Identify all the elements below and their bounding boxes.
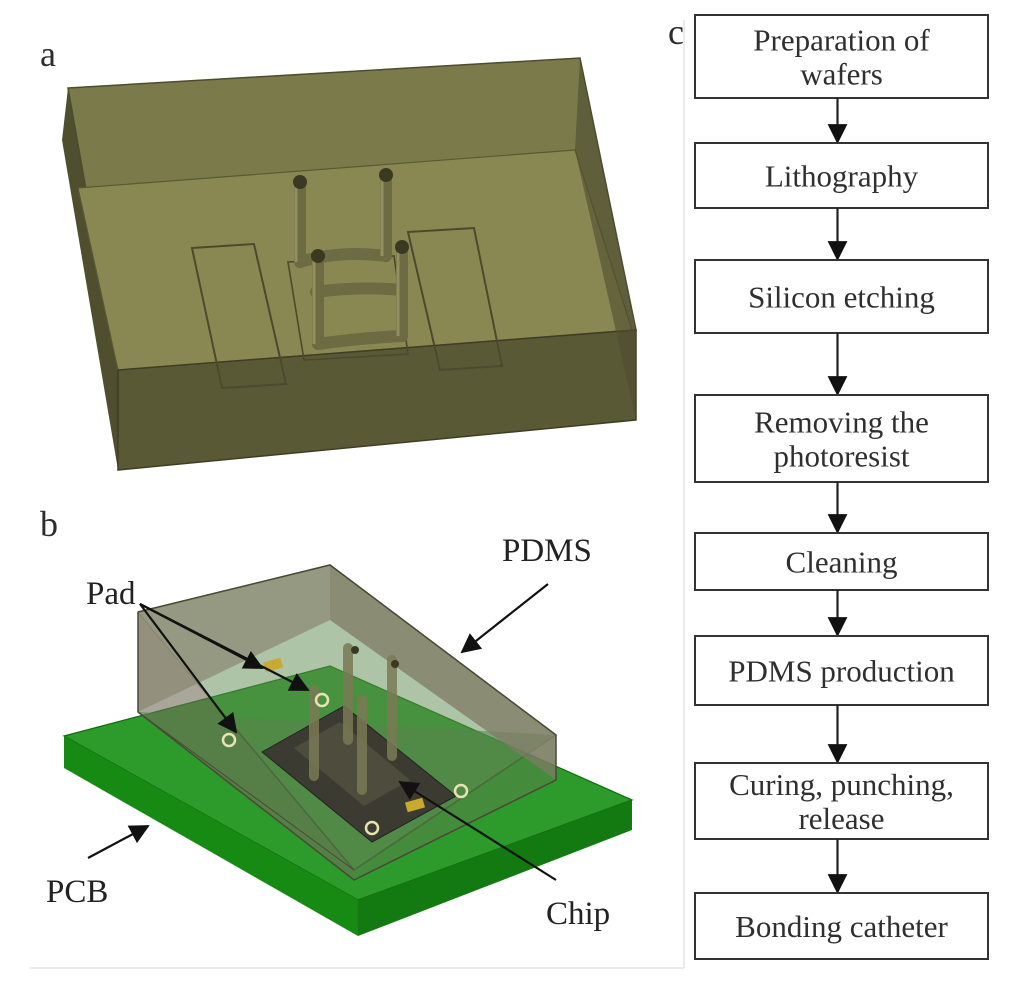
panel-a-letter: a	[40, 34, 56, 74]
process-step-4-line-1: Removing the	[754, 405, 929, 440]
panel-c-letter: c	[668, 12, 684, 52]
panel-b: b	[40, 504, 634, 936]
pdms-port-1	[351, 646, 359, 654]
mold-electrode-left	[190, 242, 288, 390]
mold-port-4	[395, 240, 409, 254]
process-step-4-line-2: photoresist	[773, 439, 909, 474]
process-step-8-line-1: Bonding catheter	[735, 909, 948, 944]
label-pdms: PDMS	[502, 533, 592, 569]
mold-illustration	[62, 57, 637, 471]
process-step-box-5	[694, 532, 989, 591]
pdms-channels	[309, 643, 397, 795]
process-step-box-3	[694, 259, 989, 334]
mold-channels	[294, 169, 408, 350]
pdms-edge-inner	[137, 711, 355, 871]
pcb-right-side	[358, 800, 632, 936]
process-step-1-line-2: wafers	[800, 57, 883, 92]
pad-ring-2	[314, 692, 330, 708]
arrow-pad-3	[139, 603, 310, 691]
pdms-back-wall	[138, 565, 330, 712]
process-step-box-4	[694, 394, 989, 483]
pad-ring-1	[221, 732, 237, 748]
mold-left-face	[62, 88, 118, 470]
process-step-7-line-2: release	[798, 801, 884, 836]
arrow-chip	[398, 780, 557, 881]
assembly-illustration	[62, 564, 634, 936]
process-step-box-2	[694, 142, 989, 209]
arrow-pdms	[460, 583, 549, 654]
process-step-7-line-1: Curing, punching,	[729, 767, 954, 802]
mold-port-2	[379, 168, 393, 182]
process-step-box-1	[694, 14, 989, 99]
process-step-6-line-1: PDMS production	[728, 654, 955, 689]
process-step-box-8	[694, 892, 989, 960]
mold-port-1	[293, 175, 307, 189]
pad-ring-4	[364, 820, 380, 836]
label-pcb: PCB	[46, 874, 108, 910]
mold-port-3	[311, 249, 325, 263]
arrow-pcb	[87, 825, 150, 859]
callout-arrows	[87, 583, 557, 881]
panel-a: a	[40, 34, 637, 471]
pdms-right-wall	[330, 565, 556, 780]
process-step-5-line-1: Cleaning	[786, 545, 898, 580]
pad-2	[404, 797, 426, 813]
process-step-2-line-1: Lithography	[765, 159, 919, 194]
pdms-port-2	[391, 660, 399, 668]
panel-c: c Preparation ofwafersLithographySilicon…	[668, 12, 989, 960]
mold-channel-highlights	[294, 175, 400, 344]
process-step-box-7	[694, 762, 989, 840]
mold-electrode-right	[406, 226, 504, 372]
process-step-3-line-1: Silicon etching	[748, 280, 935, 315]
pcb-left-side	[64, 736, 358, 936]
arrow-pad-1	[139, 603, 238, 734]
panel-b-letter: b	[40, 504, 58, 544]
mold-right-face	[575, 58, 636, 420]
process-step-box-6	[694, 635, 989, 706]
process-step-1-line-1: Preparation of	[753, 23, 930, 58]
chip-window	[294, 722, 410, 806]
pad-ring-3	[453, 783, 469, 799]
label-pad: Pad	[86, 576, 136, 612]
label-chip: Chip	[546, 896, 610, 932]
